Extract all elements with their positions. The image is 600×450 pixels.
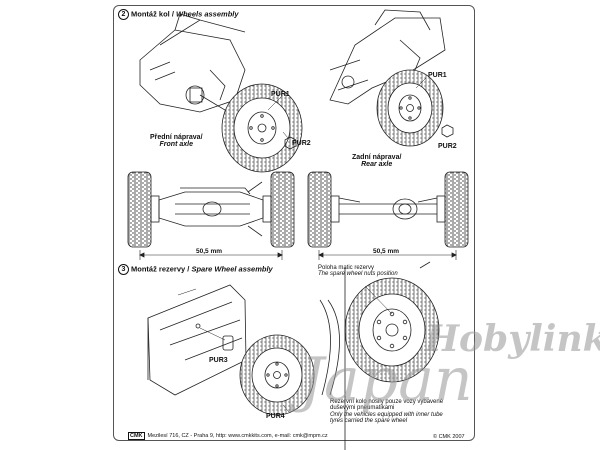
front-wheel-drawing	[221, 83, 303, 173]
rear-axle-caption: Zadní náprava/ Rear axle	[352, 154, 401, 169]
rear-axle-dimension: 50,5 mm	[373, 248, 400, 255]
nut-position-cz: Poloha matic rezervy	[318, 265, 375, 271]
section-3-title-en: Spare Wheel assembly	[191, 264, 273, 274]
rear-hull-drawing	[329, 9, 446, 105]
pur3-part	[222, 335, 234, 351]
section-2-number: 2	[118, 9, 129, 20]
footer-logo: CMK	[128, 432, 145, 440]
rear-axle-caption-cz: Zadní náprava/	[352, 154, 402, 161]
nut-position-en: The spare wheel nuts position	[318, 271, 398, 278]
front-axle-caption: Přední náprava/ Front axle	[150, 134, 203, 149]
pur3-label: PUR3	[209, 357, 228, 364]
front-axle-dimension: 50,5 mm	[196, 248, 223, 255]
spare-wheel-note: Rezervní kolo nosily pouze vozy vybavené…	[330, 399, 455, 424]
pur1-rear-label: PUR1	[428, 72, 447, 79]
pur2-front-part	[284, 136, 297, 150]
section-2-title-cz: Montáž kol /	[131, 9, 176, 19]
pur4-label: PUR4	[266, 413, 285, 420]
pur2-rear-label: PUR2	[438, 143, 457, 150]
pur2-front-label: PUR2	[292, 140, 311, 147]
watermark-brand: Hobylink	[425, 318, 600, 360]
spare-hull-drawing	[147, 284, 247, 396]
front-axle-caption-cz: Přední náprava/	[150, 134, 203, 141]
spare-wheel-note-cz: Rezervní kolo nosily pouze vozy vybavené…	[330, 399, 444, 412]
footer-address-text: Mezilesí 716, CZ - Praha 9, http: www.cm…	[147, 433, 328, 439]
section-3-title-cz: Montáž rezervy /	[131, 264, 192, 274]
front-axle-top-drawing	[127, 171, 295, 260]
page-frame	[113, 5, 475, 441]
section-2-title-en: Wheels assembly	[176, 9, 239, 19]
rear-axle-top-drawing	[307, 171, 469, 260]
spare-wheel-drawing	[239, 334, 315, 416]
front-axle-caption-en: Front axle	[159, 141, 193, 149]
pur1-front-label: PUR1	[271, 91, 290, 98]
spare-wheel-note-en: Only the vehicles equipped with inner tu…	[330, 411, 443, 424]
rear-wheel-drawing	[376, 69, 444, 147]
section-3-number: 3	[118, 264, 129, 275]
spare-nuts-detail-drawing	[319, 261, 440, 450]
watermark-country: Japan	[300, 345, 473, 415]
nut-position-note: Poloha matic rezervy The spare wheel nut…	[318, 265, 408, 278]
pur2-rear-part	[441, 124, 454, 138]
footer-copyright: © CMK 2007	[433, 434, 465, 440]
rear-axle-caption-en: Rear axle	[361, 161, 393, 169]
